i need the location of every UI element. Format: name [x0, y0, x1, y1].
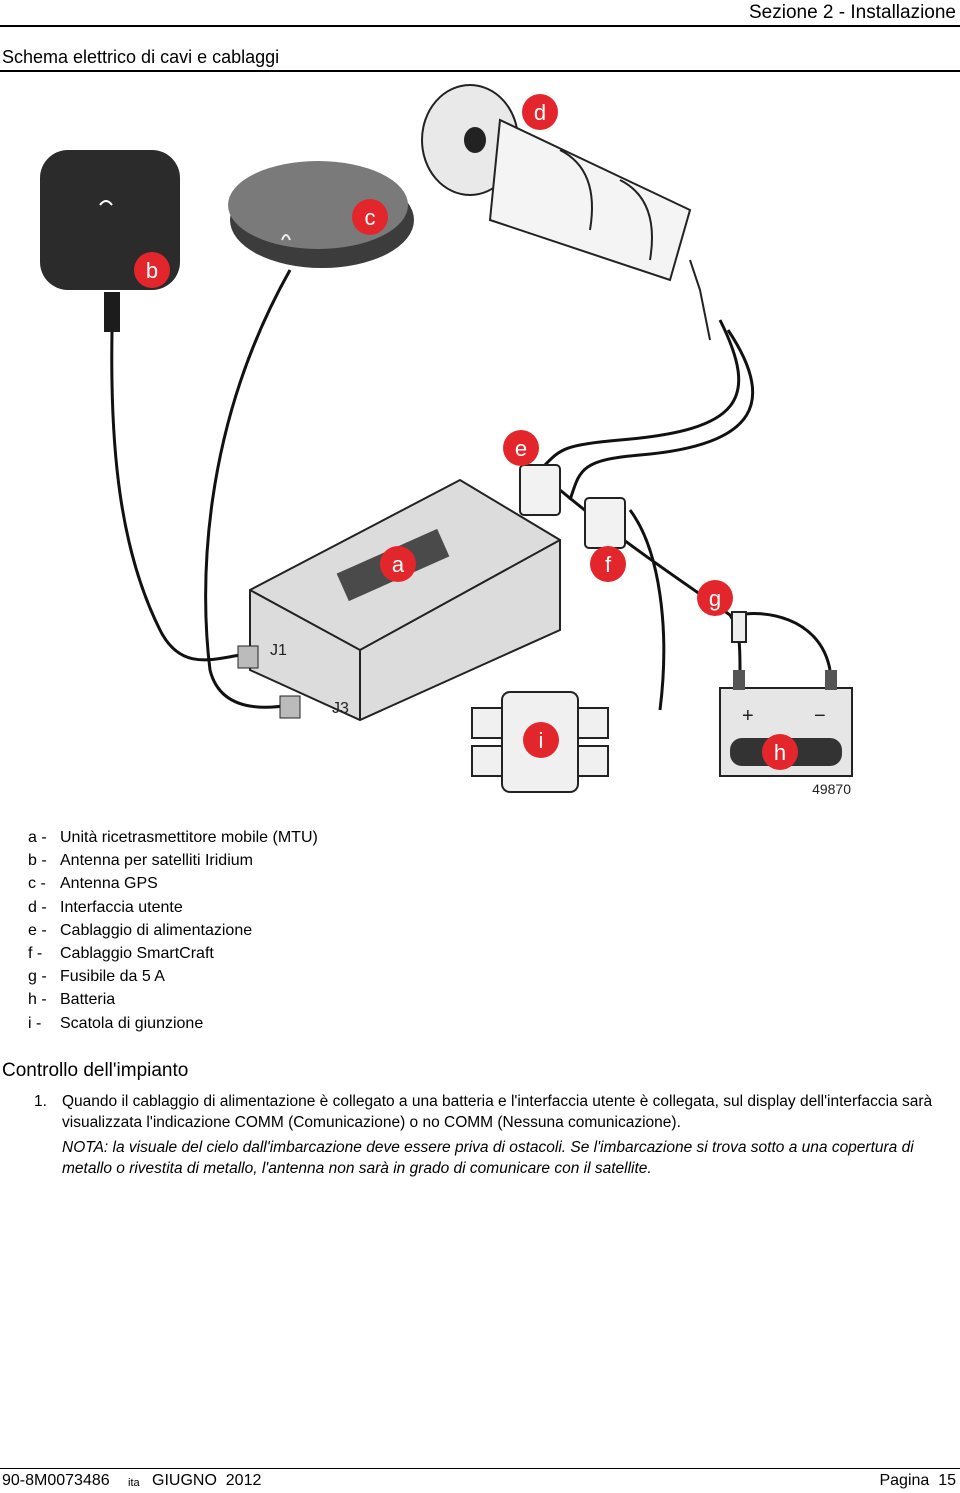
step-number: 1.: [34, 1093, 47, 1110]
harness-connectors: [519, 464, 626, 549]
section-heading: Controllo dell'impianto: [2, 1060, 189, 1081]
svg-text:f: f: [605, 552, 612, 577]
svg-text:c: c: [365, 205, 376, 230]
callout-h: h: [762, 734, 798, 770]
svg-text:−: −: [814, 705, 826, 727]
callout-c: c: [352, 199, 388, 235]
callout-d: d: [522, 94, 558, 130]
callout-a: a: [380, 546, 416, 582]
mobile-transceiver-unit: J1 J3: [237, 478, 561, 722]
step-text: Quando il cablaggio di alimentazione è c…: [62, 1093, 933, 1131]
callout-b: b: [134, 252, 170, 288]
legend: a -Unità ricetrasmettitore mobile (MTU) …: [28, 826, 318, 1035]
callout-f: f: [590, 546, 626, 582]
fuse-icon: [731, 611, 747, 643]
iridium-antenna: [40, 150, 180, 332]
callout-g: g: [697, 580, 733, 616]
callout-i: i: [523, 722, 559, 758]
doc-number: 90-8M0073486: [2, 1472, 110, 1489]
svg-text:e: e: [515, 436, 527, 461]
legend-item: i -Scatola di giunzione: [28, 1014, 204, 1032]
header-rule-top: [0, 25, 960, 27]
wiring-diagram: J1 J3 + − 49870 a b c d e f g h i: [40, 84, 853, 797]
callout-e: e: [503, 430, 539, 466]
svg-text:d: d: [534, 100, 546, 125]
page-number: Pagina 15: [879, 1472, 956, 1489]
legend-item: g -Fusibile da 5 A: [28, 968, 165, 986]
footer-rule: [0, 1468, 960, 1469]
page-title: Schema elettrico di cavi e cablaggi: [2, 47, 280, 67]
connector-j1-label: J1: [270, 642, 287, 659]
note-label: NOTA:: [62, 1139, 109, 1156]
user-interface-gauge: [421, 84, 711, 341]
svg-text:+: +: [742, 705, 754, 727]
language-tag: ita: [128, 1477, 140, 1489]
doc-date: GIUGNO 2012: [152, 1472, 262, 1489]
legend-item: e -Cablaggio di alimentazione: [28, 921, 253, 939]
note: NOTA: la visuale del cielo dall'imbarcaz…: [62, 1137, 942, 1179]
legend-item: b -Antenna per satelliti Iridium: [28, 852, 253, 870]
svg-text:g: g: [709, 586, 721, 611]
svg-text:b: b: [146, 258, 158, 283]
svg-text:i: i: [539, 728, 544, 753]
connector-j3-label: J3: [332, 700, 349, 717]
legend-item: a -Unità ricetrasmettitore mobile (MTU): [28, 829, 318, 846]
legend-item: c -Antenna GPS: [28, 875, 158, 893]
section-title: Sezione 2 - Installazione: [748, 2, 956, 23]
svg-text:a: a: [392, 552, 405, 577]
legend-item: h -Batteria: [28, 991, 116, 1009]
header-rule-bottom: [0, 70, 960, 72]
legend-item: f -Cablaggio SmartCraft: [28, 945, 214, 963]
svg-text:h: h: [774, 740, 786, 765]
legend-item: d -Interfaccia utente: [28, 898, 183, 916]
note-text: la visuale del cielo dall'imbarcazione d…: [62, 1139, 914, 1177]
figure-number: 49870: [812, 781, 851, 797]
